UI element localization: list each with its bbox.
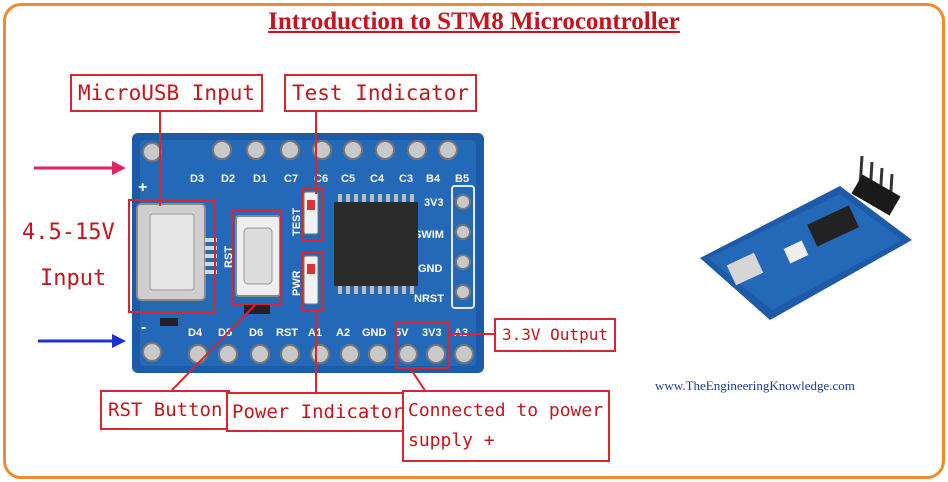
top-pin-label: D2 — [221, 173, 235, 185]
voltage-range-label: 4.5-15V — [22, 220, 115, 245]
top-pin-label: B4 — [426, 173, 441, 185]
test-indicator-label: Test Indicator — [284, 74, 478, 112]
side-pin-label: SWIM — [414, 229, 444, 241]
bottom-pin-label: A2 — [336, 327, 350, 339]
photo-usb — [726, 252, 764, 286]
test-silk-label: TEST — [291, 208, 303, 236]
micro-usb-input-label: MicroUSB Input — [70, 74, 264, 112]
power-supply-label-line1: Connected to power — [408, 400, 604, 421]
side-header-pins — [455, 194, 471, 300]
stm8-chip — [334, 202, 418, 286]
top-pin-label: C4 — [370, 173, 385, 185]
page-title: Introduction to STM8 Microcontroller — [268, 8, 680, 35]
side-pin-label: NRST — [414, 293, 444, 305]
top-pin-label: C5 — [341, 173, 355, 185]
pwr-led-highlight-box — [301, 251, 323, 311]
bottom-pin-label: D4 — [188, 327, 203, 339]
minus-mark: - — [141, 319, 146, 336]
usb-highlight-box — [128, 199, 216, 313]
bottom-pin-label: D5 — [218, 327, 232, 339]
site-watermark: www.TheEngineeringKnowledge.com — [655, 378, 855, 393]
bottom-pin-label: 3V3 — [422, 327, 442, 339]
rst-highlight-box — [232, 209, 282, 305]
image-frame — [3, 3, 945, 479]
power-supply-label-line2: supply + — [408, 430, 495, 451]
pwr-silk-label: PWR — [291, 270, 303, 296]
photo-chip — [807, 205, 859, 247]
top-pin-label: B5 — [455, 173, 469, 185]
bottom-pin-label: RST — [276, 327, 298, 339]
top-pin-label: D1 — [253, 173, 267, 185]
photo-button — [783, 240, 809, 264]
output-highlight-box — [395, 321, 449, 369]
plus-mark: + — [138, 179, 147, 196]
top-pin-label: D3 — [190, 173, 204, 185]
power-supply-label: Connected to power supply + — [402, 390, 610, 462]
bottom-pin-label: 5V — [395, 327, 409, 339]
chip-pins-top — [338, 194, 414, 202]
side-pin-label: 3V3 — [424, 197, 444, 209]
chip-pins-bottom — [338, 286, 414, 294]
top-pin-label: C3 — [399, 173, 413, 185]
top-pin-label: C7 — [284, 173, 298, 185]
top-pin-label: C6 — [314, 173, 328, 185]
bottom-pin-label: D6 — [249, 327, 263, 339]
bottom-header-pins — [142, 342, 474, 364]
voltage-input-label: Input — [40, 266, 107, 291]
bottom-pin-label: GND — [362, 327, 387, 339]
side-header — [451, 185, 475, 309]
test-led-highlight-box — [301, 187, 323, 241]
product-photo — [700, 155, 912, 320]
side-pin-label: GND — [418, 263, 443, 275]
output-3v3-label: 3.3V Output — [494, 318, 616, 352]
power-indicator-label: Power Indicator — [226, 392, 410, 432]
rst-button-label: RST Button — [100, 390, 231, 430]
top-header-pins — [142, 140, 458, 162]
